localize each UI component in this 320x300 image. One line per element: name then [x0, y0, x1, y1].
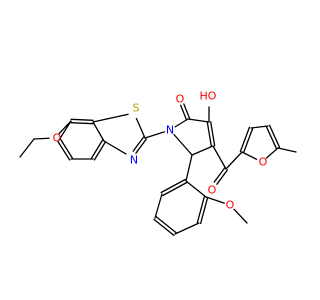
double-bond	[70, 122, 94, 125]
double-bond	[199, 196, 209, 225]
single-bond	[185, 180, 207, 198]
single-bond	[185, 154, 193, 182]
double-bond	[196, 195, 206, 224]
single-bond	[174, 118, 189, 128]
double-bond	[160, 178, 186, 194]
single-bond	[58, 120, 72, 141]
single-bond	[225, 151, 243, 170]
double-bond	[70, 118, 94, 121]
double-bond	[268, 124, 281, 148]
single-bond	[33, 137, 50, 140]
single-bond	[103, 140, 127, 155]
single-bond	[154, 193, 163, 219]
single-bond	[191, 145, 214, 156]
single-bond	[92, 121, 105, 142]
double-bond	[93, 141, 107, 161]
double-bond	[153, 218, 175, 236]
single-bond	[173, 133, 193, 156]
double-bond	[155, 216, 177, 234]
atom-label-lactam-o: O	[176, 93, 185, 106]
double-bond	[239, 126, 251, 153]
double-bond	[216, 169, 229, 185]
double-bond	[265, 126, 278, 150]
double-bond	[132, 136, 145, 152]
atom-label-thiazole-n: N	[130, 154, 138, 167]
single-bond	[187, 118, 210, 123]
atom-label-ketone-o: O	[208, 184, 217, 197]
double-bond	[179, 104, 188, 121]
double-bond	[213, 167, 226, 183]
single-bond	[92, 113, 129, 123]
atom-label-pyrrole-n: N	[166, 124, 174, 137]
single-bond	[277, 147, 297, 153]
double-bond	[90, 139, 104, 159]
double-bond	[56, 140, 71, 161]
single-bond	[205, 196, 225, 204]
double-bond	[210, 121, 216, 147]
single-bond	[212, 145, 227, 170]
atom-label-furan-o: O	[259, 156, 268, 169]
single-bond	[135, 117, 146, 139]
double-bond	[135, 138, 148, 154]
single-bond	[174, 222, 200, 235]
single-bond	[19, 138, 35, 158]
single-bond	[233, 208, 248, 224]
double-bond	[206, 121, 212, 147]
double-bond	[162, 181, 188, 197]
single-bond	[250, 125, 269, 129]
bonds	[19, 103, 297, 236]
double-bond	[242, 127, 254, 154]
atom-label-thiazole-s: S	[133, 102, 140, 115]
atom-label-hydroxy: HO	[200, 90, 217, 103]
atom-label-methoxy-o: O	[226, 199, 235, 212]
double-bond	[59, 138, 74, 159]
atom-label-ethoxy-o: O	[53, 132, 62, 145]
single-bond	[144, 131, 165, 139]
double-bond	[183, 103, 191, 120]
single-bond	[265, 147, 279, 159]
single-bond	[241, 151, 258, 160]
